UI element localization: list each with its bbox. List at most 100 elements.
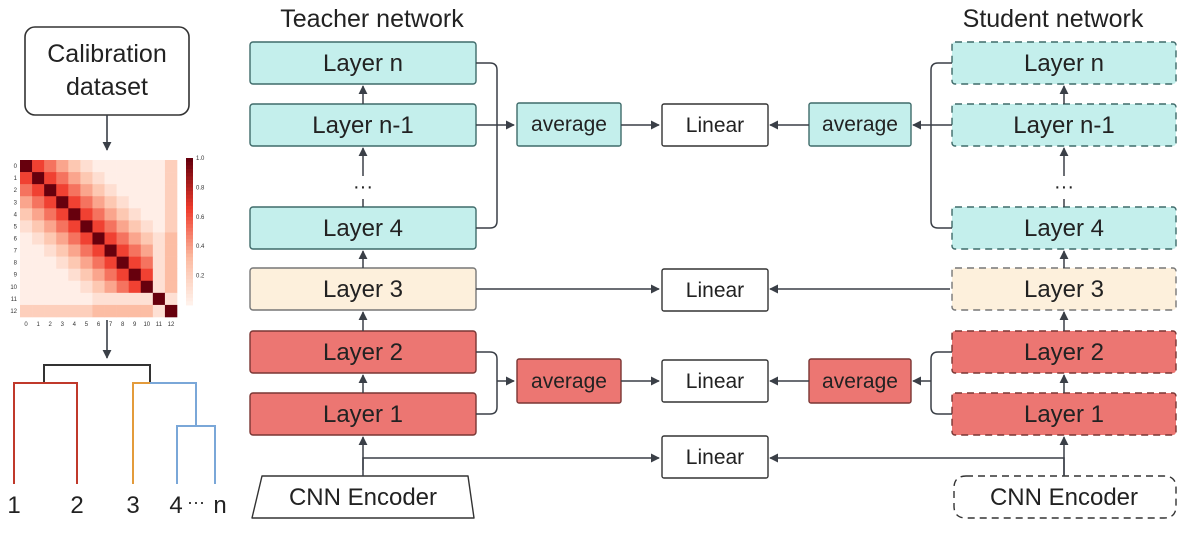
heatmap-cell — [80, 184, 93, 197]
heatmap-row-tick: 8 — [14, 261, 18, 267]
linear-encoder-label: Linear — [686, 446, 744, 469]
colorbar-segment — [186, 290, 193, 295]
heatmap-cell — [56, 184, 69, 197]
heatmap-cell — [20, 304, 33, 318]
colorbar-segment — [186, 169, 193, 174]
heatmap-cell — [20, 184, 33, 197]
heatmap-cell — [140, 232, 154, 245]
colorbar-segment — [186, 213, 193, 218]
heatmap-cell — [164, 184, 178, 197]
heatmap-cell — [56, 256, 69, 269]
heatmap-row-tick: 10 — [10, 285, 17, 291]
heatmap-cell — [68, 244, 81, 257]
heatmap-cell — [32, 256, 45, 269]
heatmap-cell — [56, 220, 69, 233]
heatmap-col-tick: 3 — [61, 322, 65, 328]
linear-top-label: Linear — [686, 114, 744, 137]
heatmap-cell — [92, 208, 105, 221]
heatmap-cell — [152, 280, 166, 294]
linear-layer3-label: Linear — [686, 279, 744, 302]
colorbar-segment — [186, 279, 193, 284]
teacher-average-bottom-label: average — [531, 370, 607, 393]
heatmap-cell — [68, 256, 81, 269]
colorbar-segment — [186, 227, 193, 232]
heatmap-cell — [128, 184, 142, 197]
colorbar-segment — [186, 172, 193, 177]
leaf-n: n — [213, 492, 226, 519]
heatmap-cell — [152, 268, 166, 282]
heatmap-cell — [128, 208, 142, 221]
heatmap-cell — [92, 196, 105, 209]
heatmap-cell — [164, 196, 178, 209]
teacher-average-top-label: average — [531, 113, 607, 136]
linear-bottom-label: Linear — [686, 370, 744, 393]
heatmap-cell — [80, 220, 93, 233]
teacher-layer-1-label: Layer 1 — [323, 401, 403, 428]
heatmap-cell — [68, 280, 81, 294]
heatmap-cell — [116, 268, 129, 282]
heatmap-cell — [164, 256, 178, 269]
colorbar-segment — [186, 216, 193, 221]
heatmap-cell — [20, 160, 33, 173]
colorbar-segment — [186, 187, 193, 192]
student-cnn-encoder — [953, 475, 1177, 519]
colorbar-segment — [186, 268, 193, 273]
heatmap-colorbar: 1.00.80.60.40.2 — [186, 156, 205, 306]
heatmap-col-tick: 7 — [109, 322, 113, 328]
heatmap-col-tick: 0 — [24, 322, 28, 328]
colorbar-segment — [186, 231, 193, 236]
heatmap-row-tick: 9 — [14, 273, 18, 279]
heatmap-cell — [56, 160, 69, 173]
heatmap-cell — [104, 232, 117, 245]
colorbar-segment — [186, 235, 193, 240]
student-layer-n1-label: Layer n-1 — [1013, 112, 1114, 139]
colorbar-tick: 1.0 — [196, 156, 205, 162]
leaf-dots: ··· — [187, 492, 205, 512]
heatmap-cell — [140, 304, 154, 318]
colorbar-segment — [186, 286, 193, 291]
heatmap-row-tick: 3 — [14, 200, 18, 206]
leaf-3: 3 — [126, 492, 139, 519]
heatmap-cell — [104, 280, 117, 294]
heatmap-cell — [104, 172, 117, 185]
heatmap-cell — [128, 196, 142, 209]
heatmap-col-tick: 1 — [36, 322, 40, 328]
heatmap-col-tick: 10 — [143, 322, 150, 328]
heatmap-cell — [20, 256, 33, 269]
heatmap-cell — [104, 160, 117, 173]
colorbar-segment — [186, 301, 193, 306]
dendrogram-cluster-1-2 — [13, 382, 78, 484]
heatmap-col-tick: 4 — [73, 322, 77, 328]
heatmap-cell — [44, 220, 57, 233]
heatmap-cell — [164, 292, 178, 306]
teacher-layer-n1-label: Layer n-1 — [312, 112, 413, 139]
heatmap-row-tick: 12 — [10, 309, 17, 315]
heatmap-col-tick: 9 — [133, 322, 137, 328]
colorbar-segment — [186, 176, 193, 181]
leaf-2: 2 — [70, 492, 83, 519]
colorbar-segment — [186, 238, 193, 243]
heatmap-cell — [164, 232, 178, 245]
heatmap-cell — [80, 256, 93, 269]
heatmap-cell — [20, 196, 33, 209]
heatmap-cell — [152, 232, 166, 245]
heatmap-cell — [80, 160, 93, 173]
heatmap-cell — [44, 280, 57, 294]
heatmap-cell — [152, 184, 166, 197]
heatmap-cell — [152, 208, 166, 221]
heatmap-cell — [56, 268, 69, 282]
heatmap-cell — [140, 184, 154, 197]
heatmap-cell — [32, 184, 45, 197]
heatmap-cell — [140, 160, 154, 173]
heatmap-cell — [32, 160, 45, 173]
student-average-bottom-label: average — [822, 370, 898, 393]
heatmap-cell — [80, 232, 93, 245]
heatmap-col-tick: 12 — [168, 322, 175, 328]
heatmap-cell — [116, 280, 129, 294]
heatmap-cell — [80, 196, 93, 209]
heatmap-cell — [92, 184, 105, 197]
heatmap-cell — [68, 160, 81, 173]
colorbar-segment — [186, 257, 193, 262]
